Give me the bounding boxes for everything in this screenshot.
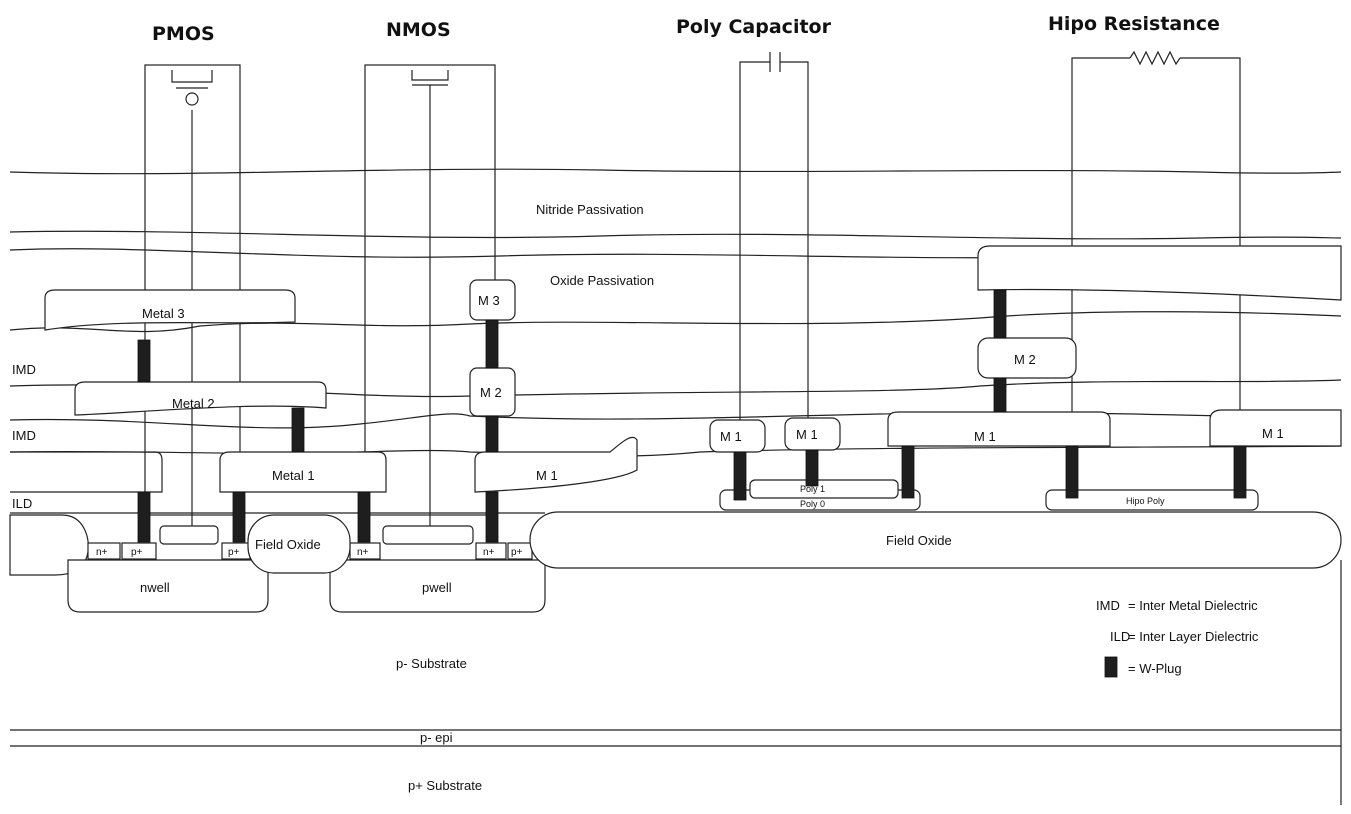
nplus-nmos-2 (475, 542, 507, 560)
w-plug (137, 491, 151, 543)
label-nplus-pmos: n+ (96, 547, 108, 558)
cap-wire-left (739, 61, 770, 440)
label-m1-cap-right: M 1 (796, 427, 818, 442)
m2-right (977, 337, 1077, 379)
nitride-top-line (9, 168, 1342, 175)
nwell (67, 559, 269, 613)
pmos-bubble (185, 92, 199, 106)
field-oxide-right (529, 511, 1342, 569)
w-plug (1233, 445, 1247, 499)
label-nwell: nwell (140, 580, 170, 595)
metal1-pmos (219, 451, 387, 493)
label-m2-right: M 2 (1014, 352, 1036, 367)
pmos-gate-symbol (171, 70, 213, 83)
label-metal1: Metal 1 (272, 468, 315, 483)
poly1-plate (749, 479, 899, 499)
m1-right (1209, 409, 1342, 447)
w-plugs (137, 289, 1247, 543)
w-plug (232, 491, 246, 543)
nplus-pmos (87, 542, 121, 560)
pmos-gate (159, 525, 219, 545)
label-pwell: pwell (422, 580, 452, 595)
label-m1-wide: M 1 (974, 429, 996, 444)
label-metal3: Metal 3 (142, 306, 185, 321)
w-plug (901, 445, 915, 499)
imd-bottom-line (9, 412, 1342, 429)
label-poly1: Poly 1 (800, 484, 825, 494)
resistor-zigzag (1129, 50, 1181, 66)
header-nmos: NMOS (386, 19, 451, 41)
label-imd-2: IMD (12, 428, 36, 443)
w-plug (291, 407, 305, 453)
header-poly-capacitor: Poly Capacitor (676, 16, 832, 38)
m1-nmos (474, 436, 638, 493)
w-plug (733, 451, 747, 501)
pplus-pmos-1 (121, 542, 157, 560)
label-pplus-nmos: p+ (511, 547, 523, 558)
label-m1-right: M 1 (1262, 426, 1284, 441)
label-pplus-pmos-2: p+ (228, 547, 240, 558)
w-plug (485, 491, 499, 543)
m1-wide (887, 411, 1111, 447)
label-nplus-nmos-2: n+ (483, 547, 495, 558)
w-plug (993, 289, 1007, 339)
legend-imd-value: = Inter Metal Dielectric (1128, 598, 1258, 613)
oxide-top-line (9, 230, 1342, 240)
label-m2-nmos: M 2 (480, 385, 502, 400)
label-pplus-pmos-1: p+ (131, 547, 143, 558)
label-metal2: Metal 2 (172, 396, 215, 411)
oxide-bottom-line (9, 311, 1342, 333)
label-ild: ILD (12, 496, 32, 511)
metal3-pmos (44, 289, 296, 331)
w-plug (993, 377, 1007, 413)
legend-plug-value: = W-Plug (1128, 661, 1182, 676)
legend-w-plug-icon (1104, 656, 1118, 678)
label-p-epi: p- epi (420, 730, 453, 745)
header-hipo-resistance: Hipo Resistance (1048, 13, 1220, 35)
label-nplus-nmos: n+ (357, 547, 369, 558)
cap-wire-right (780, 61, 809, 440)
label-poly0: Poly 0 (800, 499, 825, 509)
nmos-gate-symbol (411, 70, 449, 81)
label-m1-nmos: M 1 (536, 468, 558, 483)
label-nitride: Nitride Passivation (536, 202, 644, 217)
header-pmos: PMOS (152, 23, 215, 45)
w-plug (1065, 445, 1079, 499)
label-m3-nmos: M 3 (478, 293, 500, 308)
label-field-oxide-left: Field Oxide (255, 537, 321, 552)
metal2-pmos (74, 381, 327, 416)
w-plug (137, 339, 151, 383)
w-plug (805, 449, 819, 487)
label-pplus-substrate: p+ Substrate (408, 778, 482, 793)
nmos-gate (382, 525, 474, 545)
metal1-left-stub (10, 451, 163, 493)
label-oxide: Oxide Passivation (550, 273, 654, 288)
res-wire-right (1180, 57, 1241, 440)
label-hipo-poly: Hipo Poly (1126, 496, 1165, 506)
label-imd-1: IMD (12, 362, 36, 377)
ild-top-line (9, 445, 1342, 457)
field-oxide-center (247, 514, 351, 574)
legend-ild-value: = Inter Layer Dielectric (1128, 629, 1259, 644)
label-m1-cap-left: M 1 (720, 429, 742, 444)
w-plug (357, 491, 371, 543)
legend-imd-key: IMD (1096, 598, 1120, 613)
w-plug (485, 319, 499, 369)
w-plug (485, 415, 499, 453)
label-field-oxide-right: Field Oxide (886, 533, 952, 548)
m3-right (977, 245, 1342, 301)
pwell (329, 559, 546, 613)
legend-ild-key: ILD (1110, 629, 1130, 644)
label-p-substrate: p- Substrate (396, 656, 467, 671)
hipo-poly-plate (1045, 489, 1259, 511)
res-wire-left (1071, 57, 1130, 450)
